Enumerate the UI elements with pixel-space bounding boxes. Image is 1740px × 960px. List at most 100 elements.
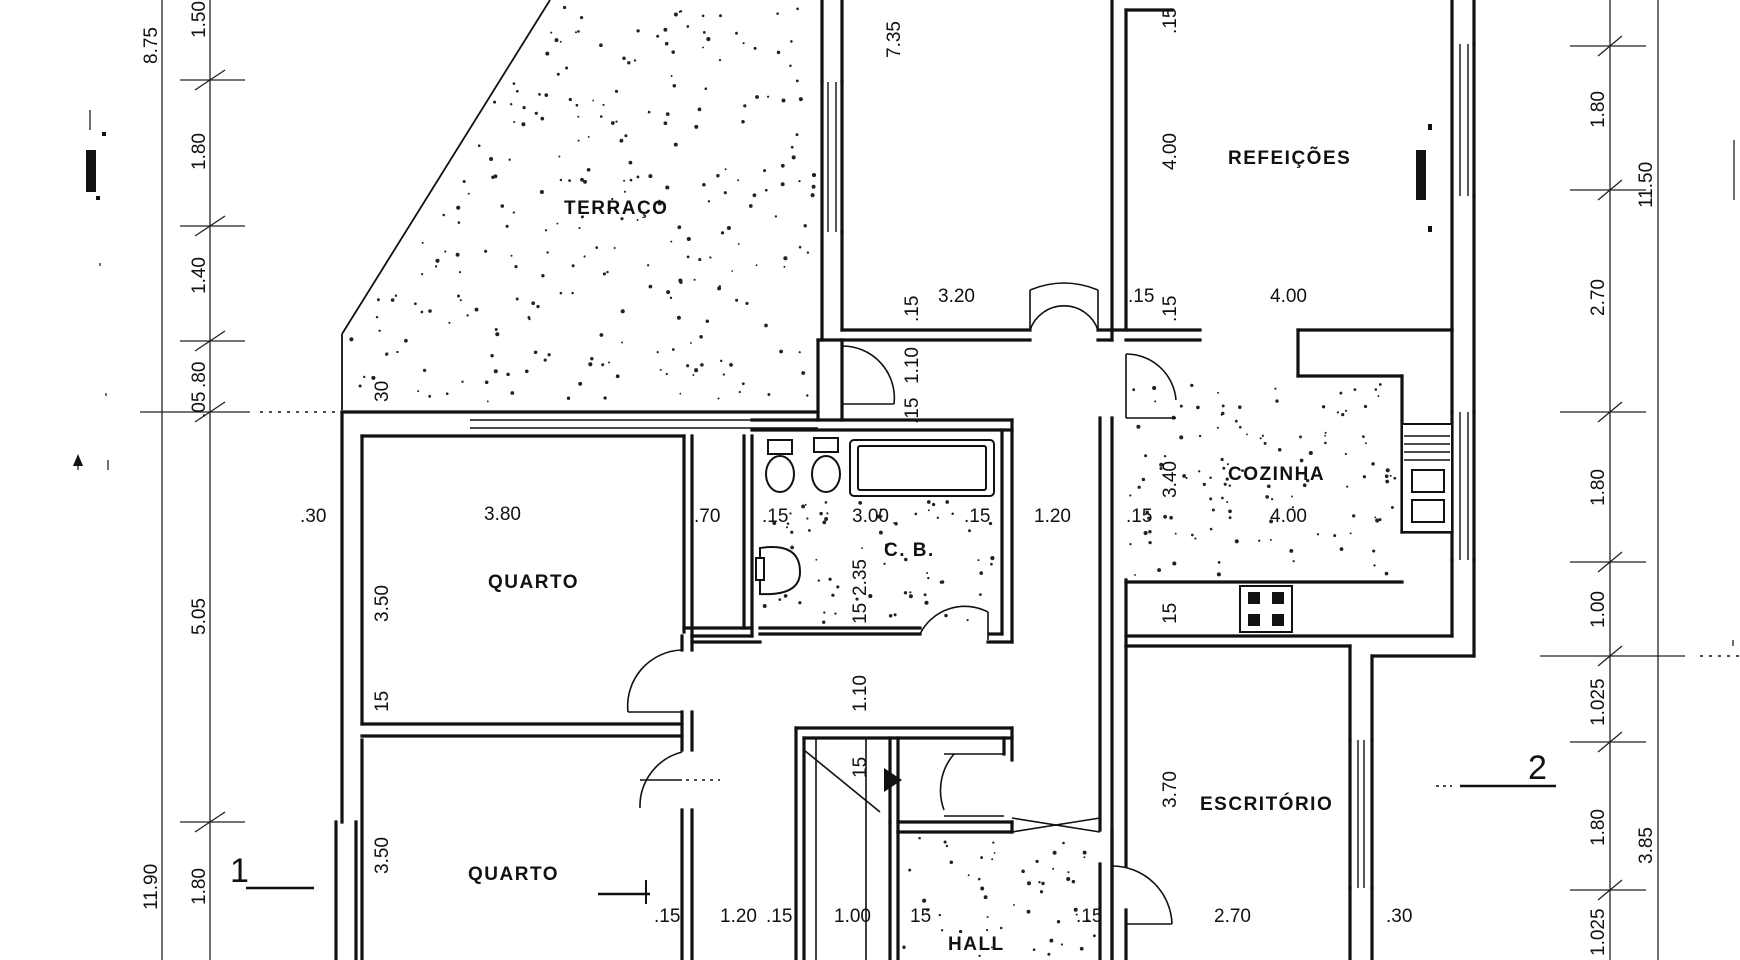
svg-text:1.50: 1.50 (189, 1, 210, 38)
stipple-dot (678, 10, 681, 13)
stipple-dot (606, 270, 609, 274)
stipple-dot (745, 301, 749, 305)
stipple-dot (737, 242, 740, 245)
svg-text:.05: .05 (189, 392, 210, 418)
stipple-dot (1316, 533, 1320, 536)
stipple-dot (1393, 476, 1397, 480)
svg-text:4.00: 4.00 (1270, 506, 1307, 527)
stipple-dot (826, 512, 829, 515)
left-level-marks (73, 132, 106, 466)
svg-text:5.05: 5.05 (189, 598, 210, 635)
stipple-dot (577, 30, 580, 33)
stipple-dot (1211, 508, 1215, 512)
stipple-dot (583, 179, 587, 184)
stipple-dot (883, 562, 886, 565)
stipple-dot (607, 361, 611, 364)
stipple-dot (815, 558, 818, 561)
stipple-dot (927, 509, 930, 512)
stipple-dot (1152, 385, 1157, 391)
stipple-dot (1372, 549, 1376, 553)
stipple-dot (444, 250, 447, 253)
svg-text:2.70: 2.70 (1588, 279, 1609, 316)
stipple-dot (798, 601, 802, 605)
stipple-dot (717, 286, 722, 291)
stipple-dot (980, 856, 984, 860)
stipple-dot (926, 500, 931, 504)
svg-text:3.80: 3.80 (484, 504, 521, 525)
svg-text:.15: .15 (1128, 286, 1154, 307)
stipple-dot (414, 302, 417, 306)
stipple-dot (926, 908, 930, 912)
stipple-dot (720, 231, 725, 235)
stipple-dot (623, 190, 626, 193)
stipple-dot (1223, 482, 1227, 486)
stipple-dot (522, 105, 526, 110)
stipple-dot (831, 593, 835, 597)
stipple-dot (722, 373, 725, 376)
stipple-dot (565, 66, 569, 70)
stipple-dot (595, 246, 599, 249)
stipple-dot (1129, 494, 1132, 497)
stipple-dot (647, 110, 651, 114)
stipple-dot (790, 545, 794, 550)
stipple-dot (1209, 476, 1212, 480)
stipple-dot (623, 179, 626, 182)
stipple-dot (421, 273, 424, 276)
stipple-dot (421, 241, 424, 244)
stipple-dot (494, 328, 498, 331)
stipple-dot (1026, 881, 1032, 886)
stipple-dot (1291, 495, 1294, 498)
stipple-dot (493, 369, 498, 374)
stipple-dot (780, 182, 785, 187)
svg-text:1.00: 1.00 (1588, 591, 1609, 628)
stipple-dot (656, 34, 660, 38)
stipple-dot (943, 840, 947, 844)
stipple-dot (880, 515, 883, 518)
stipple-dot (1026, 909, 1031, 914)
stipple-dot (1374, 388, 1378, 391)
stipple-dot (1144, 454, 1148, 458)
stipple-dot (1066, 876, 1071, 882)
stipple-dot (806, 394, 809, 397)
stipple-dot (566, 396, 571, 400)
stipple-dot (559, 291, 563, 295)
stipple-dot (394, 294, 398, 297)
doors (626, 282, 1177, 925)
stipple-dot (1362, 435, 1365, 438)
svg-text:.15: .15 (766, 906, 792, 927)
kitchen-hatching (1129, 383, 1397, 577)
stipple-dot (927, 576, 930, 580)
svg-text:.15: .15 (762, 506, 788, 527)
stipple-dot (568, 179, 571, 182)
stipple-dot (858, 501, 863, 505)
stipple-dot (615, 374, 620, 379)
stipple-dot (1275, 399, 1279, 403)
svg-text:.15: .15 (902, 398, 923, 424)
stipple-dot (716, 174, 720, 178)
stipple-dot (580, 215, 584, 219)
svg-text:.15: .15 (964, 506, 990, 527)
svg-text:.30: .30 (300, 506, 326, 527)
right-dimension-labels: 1.80 11.50 2.70 1.80 1.00 1.025 1.80 3.8… (1588, 91, 1657, 956)
stipple-dot (786, 526, 789, 529)
svg-text:11.50: 11.50 (1636, 162, 1657, 208)
kitchen-fixtures (1239, 423, 1453, 633)
stipple-dot (371, 375, 376, 380)
stipple-dot (817, 579, 820, 582)
stipple-dot (648, 174, 653, 179)
stipple-dot (1198, 470, 1201, 473)
stipple-dot (527, 316, 531, 319)
svg-text:30: 30 (372, 381, 393, 402)
stipple-dot (1209, 497, 1213, 501)
terrace-hatching (349, 5, 817, 403)
stipple-dot (986, 929, 989, 932)
stipple-dot (672, 84, 677, 88)
room-dimension-labels: 7.35 .15 4.00 4.00 .15 .15 3.20 .15 1.10… (300, 8, 1412, 927)
stipple-dot (709, 256, 712, 259)
stipple-dot (554, 38, 559, 43)
stipple-dot (1216, 426, 1219, 429)
stipple-dot (1339, 547, 1344, 551)
stipple-dot (692, 374, 695, 376)
stipple-dot (1172, 561, 1177, 566)
